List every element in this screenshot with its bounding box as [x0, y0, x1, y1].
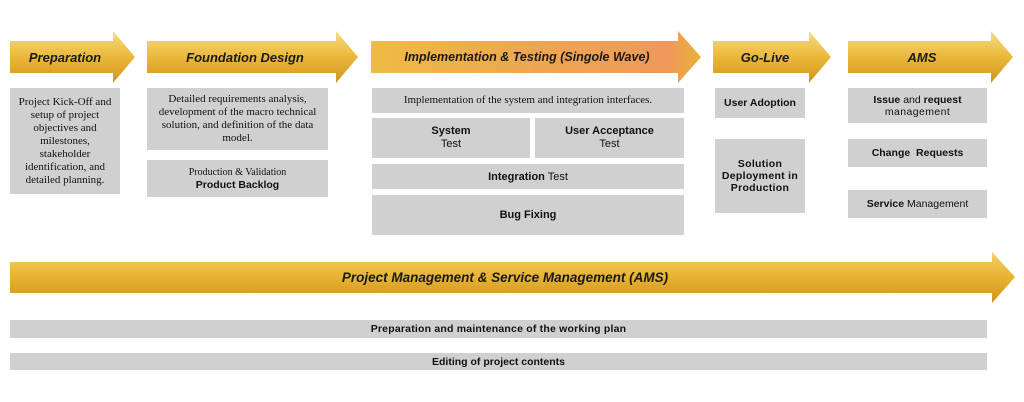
phase-title-golive: Go-Live	[740, 49, 790, 65]
management-arrow: Project Management & Service Management …	[10, 252, 1015, 303]
working-plan-bar: Preparation and maintenance of the worki…	[10, 320, 987, 338]
phase-arrow-ams: AMS	[848, 31, 1013, 83]
system-test-box: System Test	[372, 118, 530, 158]
backlog-line1: Production & Validation	[188, 167, 287, 178]
phase-title-ams: AMS	[907, 49, 937, 65]
arrow-shape	[848, 31, 1013, 83]
integration-sub: Test	[544, 170, 568, 183]
preparation-description: Project Kick-Off and setup of project ob…	[10, 88, 120, 194]
uat-sub: Test	[599, 138, 620, 150]
arrow-shape	[147, 31, 358, 83]
bug-fixing-box: Bug Fixing	[372, 195, 684, 235]
foundation-description: Detailed requirements analysis, developm…	[147, 88, 328, 150]
phase-arrow-foundation: Foundation Design	[147, 31, 358, 83]
phase-title-preparation: Preparation	[28, 49, 102, 65]
uat-box: User Acceptance Test	[535, 118, 684, 158]
arrow-shape	[10, 31, 135, 83]
issue-line2: management	[884, 105, 951, 118]
user-adoption-box: User Adoption	[715, 88, 805, 118]
arrow-shape	[10, 252, 1015, 303]
phase-arrow-golive: Go-Live	[713, 31, 831, 83]
deployment-line1: Solution	[737, 158, 783, 170]
management-title: Project Management & Service Management …	[341, 270, 669, 285]
phase-title-foundation: Foundation Design	[186, 49, 304, 65]
project-contents-bar: Editing of project contents	[10, 353, 987, 370]
uat-label: User Acceptance	[565, 125, 654, 137]
backlog-line2: Product Backlog	[195, 179, 280, 191]
phase-arrow-implementation: Implementation & Testing (Singole Wave)	[371, 31, 701, 83]
product-backlog-box: Production & Validation Product Backlog	[147, 160, 328, 197]
issue-line1: Issue and request	[873, 93, 962, 106]
phase-title-implementation: Implementation & Testing (Singole Wave)	[404, 50, 650, 64]
integration-test-box: Integration Test	[372, 164, 684, 189]
system-test-label: System	[431, 125, 471, 137]
system-test-sub: Test	[440, 138, 462, 150]
issue-management-box: Issue and request management	[848, 88, 987, 123]
change-requests-box: Change Requests	[848, 139, 987, 167]
arrow-shape	[371, 31, 701, 83]
integration-label: Integration	[488, 170, 545, 183]
service-management-box: Service Management	[848, 190, 987, 218]
deployment-line3: Production	[730, 182, 790, 194]
arrow-shape	[713, 31, 831, 83]
deployment-line2: Deployment in	[721, 170, 799, 182]
phase-arrow-preparation: Preparation	[10, 31, 135, 83]
deployment-box: Solution Deployment in Production	[715, 139, 805, 213]
implementation-description: Implementation of the system and integra…	[372, 88, 684, 113]
